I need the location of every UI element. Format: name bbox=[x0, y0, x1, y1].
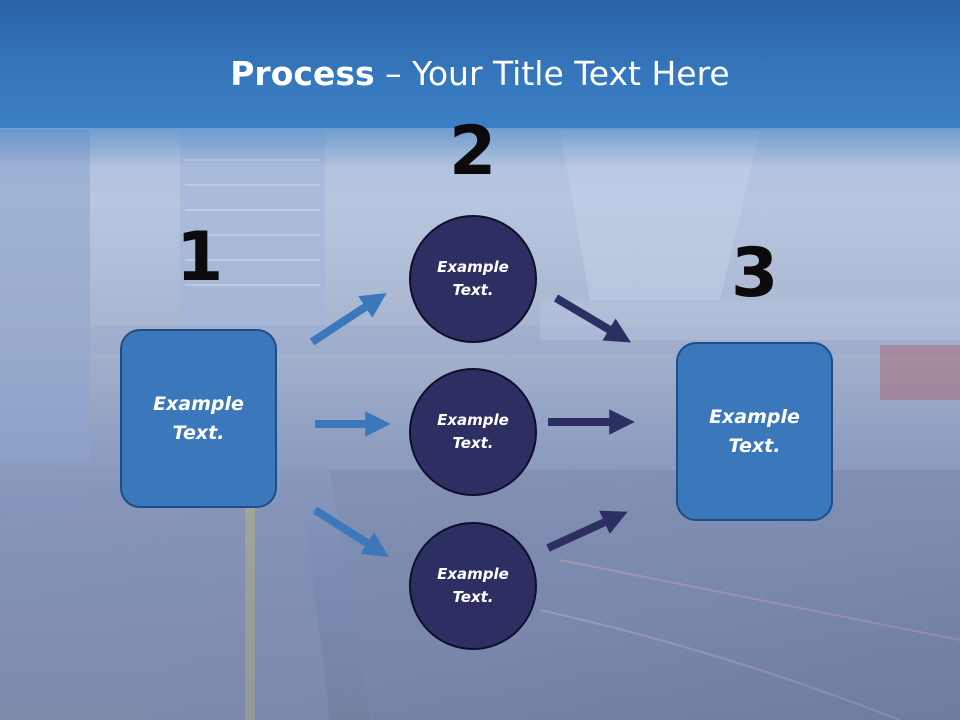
arrow-from-circle-1 bbox=[553, 294, 632, 343]
arrow-to-circle-1 bbox=[309, 292, 387, 346]
circle-3-text: Example Text. bbox=[437, 565, 509, 606]
slide-title: Process – Your Title Text Here bbox=[0, 52, 960, 96]
left-box: Example Text. bbox=[120, 329, 277, 508]
right-box: Example Text. bbox=[676, 342, 833, 521]
left-box-text: Example Text. bbox=[153, 392, 244, 444]
step-number-2: 2 bbox=[449, 112, 497, 191]
title-bold: Process bbox=[230, 54, 375, 93]
arrow-to-circle-3 bbox=[312, 506, 389, 557]
right-box-text: Example Text. bbox=[709, 405, 800, 457]
circle-2-text: Example Text. bbox=[437, 411, 509, 452]
title-rest: – Your Title Text Here bbox=[374, 54, 730, 93]
circle-3: Example Text. bbox=[409, 522, 537, 650]
circle-2: Example Text. bbox=[409, 368, 537, 496]
step-number-1: 1 bbox=[176, 218, 224, 297]
title-bar-fade bbox=[0, 128, 960, 168]
circle-1-text: Example Text. bbox=[437, 258, 509, 299]
step-number-3: 3 bbox=[731, 234, 779, 313]
circle-1: Example Text. bbox=[409, 215, 537, 343]
title-bar bbox=[0, 0, 960, 128]
arrow-from-circle-3 bbox=[546, 510, 628, 552]
